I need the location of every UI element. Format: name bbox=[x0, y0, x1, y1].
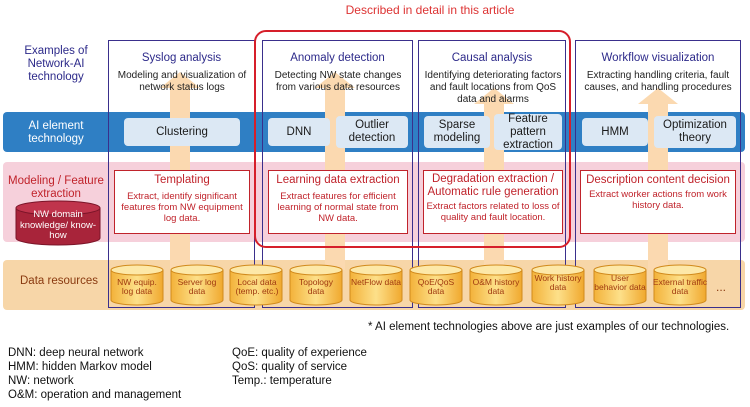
ai-box-hmm: HMM bbox=[582, 118, 648, 146]
ai-box-sparse-modeling: Sparse modeling bbox=[424, 116, 490, 148]
ai-box-feature-pattern-extraction: Feature pattern extraction bbox=[494, 113, 562, 151]
domain-knowledge-database-icon bbox=[15, 200, 101, 246]
cylinder-local-data bbox=[229, 264, 283, 306]
cylinder-external-traffic bbox=[653, 264, 707, 306]
data-label-om-history: O&M history data bbox=[472, 277, 520, 296]
data-label-server-log: Server log data bbox=[177, 277, 217, 296]
column-frame-workflow bbox=[575, 40, 741, 308]
model-desc-templating: Extract, identify significant features f… bbox=[121, 191, 243, 224]
data-more-ellipsis: ... bbox=[716, 280, 727, 294]
data-label-nw-equip: NW equip. log data bbox=[117, 277, 157, 296]
column-desc-causal: Identifying deteriorating factors and fa… bbox=[424, 70, 562, 105]
data-resource-cylinders bbox=[110, 264, 707, 306]
cylinder-netflow bbox=[349, 264, 403, 306]
article-highlight-frame bbox=[254, 30, 571, 248]
data-label-qoe-qos: QoE/QoS data bbox=[417, 277, 455, 296]
glossary-item: QoS: quality of service bbox=[232, 361, 348, 373]
glossary-left: DNN: deep neural network HMM: hidden Mar… bbox=[8, 346, 228, 402]
column-desc-workflow: Extracting handling criteria, fault caus… bbox=[584, 70, 732, 93]
column-frame-anomaly bbox=[262, 40, 413, 308]
row-label-modeling: Modeling / Feature extraction bbox=[8, 175, 104, 200]
model-title-templating: Templating bbox=[154, 174, 210, 186]
column-title-workflow: Workflow visualization bbox=[601, 52, 715, 64]
glossary-item: Temp.: temperature bbox=[232, 375, 332, 387]
cylinder-om-history bbox=[469, 264, 523, 306]
cylinder-server-log bbox=[170, 264, 224, 306]
model-box-learning-data: Learning data extraction Extract feature… bbox=[268, 170, 408, 234]
glossary-item: O&M: operation and management bbox=[8, 389, 182, 401]
cylinder-qoe-qos bbox=[409, 264, 463, 306]
cylinder-work-history bbox=[531, 264, 585, 306]
cylinder-topology bbox=[289, 264, 343, 306]
data-label-topology: Topology data bbox=[298, 277, 334, 296]
glossary-item: DNN: deep neural network bbox=[8, 347, 144, 359]
cylinder-nw-equip bbox=[110, 264, 164, 306]
row-label-data-resources: Data resources bbox=[20, 275, 98, 287]
data-label-external-traffic: External traffic data bbox=[652, 277, 708, 296]
ai-box-outlier-detection: Outlier detection bbox=[336, 116, 408, 148]
row-label-ai-element: AI element technology bbox=[28, 120, 84, 145]
row-label-examples: Examples of Network-AI technology bbox=[24, 45, 88, 83]
model-title-description: Description content decision bbox=[586, 174, 730, 186]
data-label-netflow: NetFlow data bbox=[350, 277, 402, 287]
model-box-templating: Templating Extract, identify significant… bbox=[114, 170, 250, 234]
data-label-local-data: Local data (temp. etc.) bbox=[235, 277, 279, 296]
glossary-right: QoE: quality of experience QoS: quality … bbox=[232, 346, 472, 388]
glossary-item: NW: network bbox=[8, 375, 74, 387]
model-title-degradation: Degradation extraction / Automatic rule … bbox=[427, 173, 559, 198]
model-desc-learning-data: Extract features for efficient learning … bbox=[277, 191, 399, 224]
ai-box-dnn: DNN bbox=[268, 118, 330, 146]
column-title-causal: Causal analysis bbox=[451, 52, 533, 64]
model-box-degradation: Degradation extraction / Automatic rule … bbox=[423, 170, 563, 234]
column-frame-causal bbox=[418, 40, 566, 308]
data-label-user-behavior: User behavior data bbox=[594, 273, 646, 292]
column-title-syslog: Syslog analysis bbox=[141, 52, 222, 64]
footnote: * AI element technologies above are just… bbox=[368, 321, 730, 333]
glossary-item: HMM: hidden Markov model bbox=[8, 361, 152, 373]
column-desc-anomaly: Detecting NW state changes from various … bbox=[274, 70, 402, 93]
column-title-anomaly: Anomaly detection bbox=[290, 52, 385, 64]
domain-knowledge-label: NW domain knowledge/ know-how bbox=[19, 209, 97, 241]
model-desc-degradation: Extract factors related to loss of quali… bbox=[426, 201, 560, 223]
article-note: Described in detail in this article bbox=[345, 3, 515, 17]
ai-box-optimization-theory: Optimization theory bbox=[654, 116, 736, 148]
model-title-learning-data: Learning data extraction bbox=[276, 174, 400, 186]
model-desc-description: Extract worker actions from work history… bbox=[589, 189, 727, 211]
cylinder-user-behavior bbox=[593, 264, 647, 306]
data-label-work-history: Work history data bbox=[534, 273, 582, 292]
glossary-item: QoE: quality of experience bbox=[232, 347, 367, 359]
ai-box-clustering: Clustering bbox=[124, 118, 240, 146]
column-desc-syslog: Modeling and visualization of network st… bbox=[117, 70, 247, 93]
model-box-description: Description content decision Extract wor… bbox=[580, 170, 736, 234]
